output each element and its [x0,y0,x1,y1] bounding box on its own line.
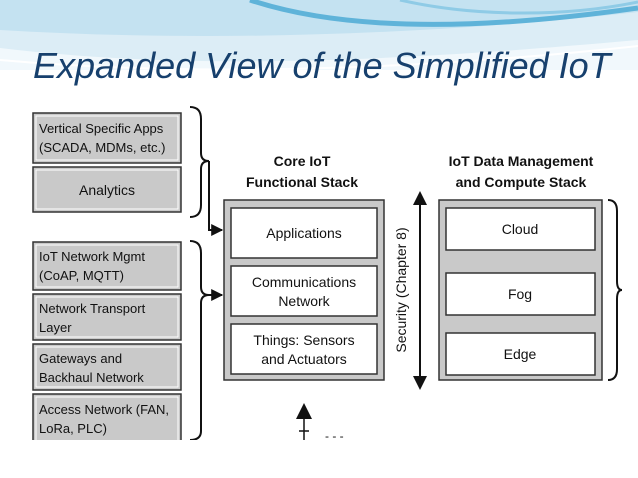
core-layer-things-line1: Things: Sensors [253,332,354,348]
data-layer-edge: Edge [445,332,596,376]
data-layer-cloud: Cloud [445,207,596,251]
security-arrow-head-bottom [413,376,427,390]
security-label: Security (Chapter 8) [393,227,409,352]
left-box-vertical-apps: Vertical Specific Apps (SCADA, MDMs, etc… [32,112,182,164]
security-arrow-head-top [413,191,427,205]
core-layer-applications-label: Applications [266,225,342,241]
left-box-access-network-line2: LoRa, PLC) [39,421,107,436]
brace-lower [189,240,210,440]
core-layer-communications: Communications Network [230,265,378,317]
data-layer-fog: Fog [445,272,596,316]
brace-right [607,199,622,381]
left-box-access-network-line1: Access Network (FAN, [39,402,169,417]
data-layer-cloud-label: Cloud [502,221,539,237]
core-layer-things-line2: and Actuators [261,351,347,367]
data-layer-edge-label: Edge [504,346,537,362]
left-box-gateways-backhaul: Gateways and Backhaul Network [32,343,182,391]
diagram-canvas: Vertical Specific Apps (SCADA, MDMs, etc… [32,106,622,440]
slide-swoosh-decoration [0,0,638,71]
left-box-network-mgmt-line2: (CoAP, MQTT) [39,268,124,283]
left-box-access-network: Access Network (FAN, LoRa, PLC) [32,393,182,440]
left-box-network-transport-line1: Network Transport [39,301,146,316]
left-box-analytics-label: Analytics [79,182,135,198]
arrow-bottom-stub-head [296,403,312,419]
core-layer-applications: Applications [230,207,378,259]
arrow-to-applications [208,161,224,236]
left-box-gateways-backhaul-line2: Backhaul Network [39,370,144,385]
core-stack-title-line1: Core IoT [274,153,331,169]
left-box-network-transport: Network Transport Layer [32,293,182,341]
data-layer-fog-label: Fog [508,286,532,302]
data-stack-title-line2: and Compute Stack [456,174,587,190]
core-stack-title-line2: Functional Stack [246,174,358,190]
brace-upper [189,106,210,218]
left-box-vertical-apps-line1: Vertical Specific Apps [39,121,164,136]
data-stack-title-line1: IoT Data Management [449,153,594,169]
left-box-analytics: Analytics [32,166,182,213]
architecture-diagram: Vertical Specific Apps (SCADA, MDMs, etc… [25,101,622,440]
bottom-cut-text: - - - [325,429,344,440]
left-box-gateways-backhaul-line1: Gateways and [39,351,122,366]
core-layer-things: Things: Sensors and Actuators [230,323,378,375]
left-box-vertical-apps-line2: (SCADA, MDMs, etc.) [39,140,165,155]
core-layer-communications-line2: Network [278,293,330,309]
left-box-network-mgmt: IoT Network Mgmt (CoAP, MQTT) [32,241,182,291]
left-box-network-transport-line2: Layer [39,320,72,335]
left-box-network-mgmt-line1: IoT Network Mgmt [39,249,145,264]
core-layer-communications-line1: Communications [252,274,356,290]
